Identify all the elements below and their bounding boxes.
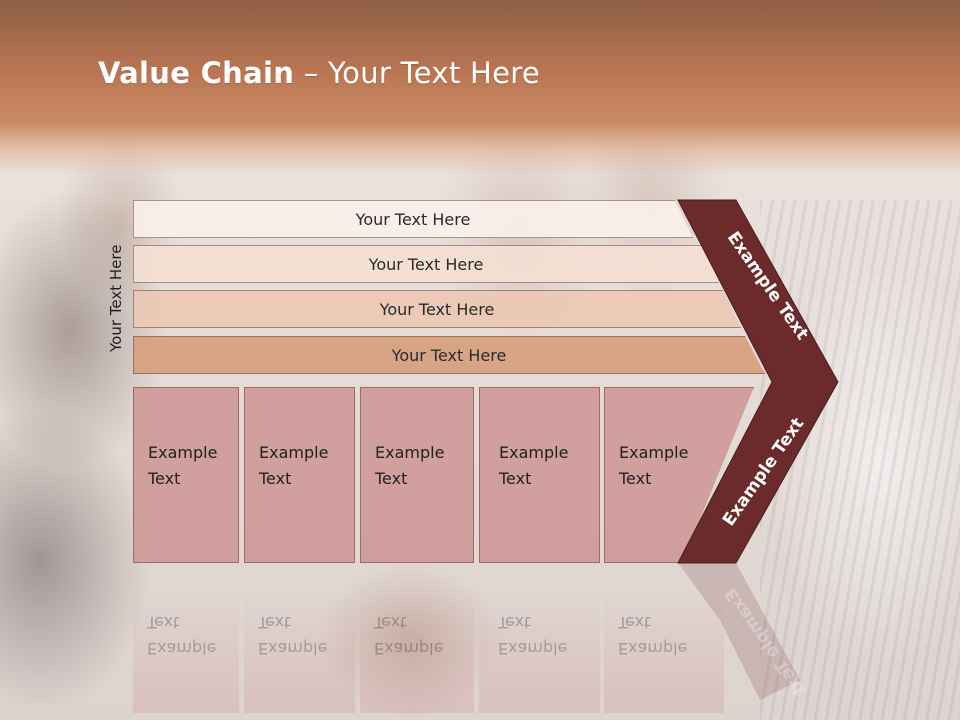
title-bold: Value Chain [98, 56, 295, 90]
box-line-1: Example [375, 443, 445, 462]
primary-activity-box-1[interactable]: Example Text [133, 387, 239, 563]
box-line-2: Text [375, 469, 408, 488]
box-line-1: Example [619, 443, 689, 462]
box-line-1: Example [259, 443, 329, 462]
box-line-2: Text [499, 469, 532, 488]
bar-label: Your Text Here [379, 299, 495, 319]
slide-title: Value Chain – Your Text Here [98, 56, 540, 90]
title-rest: – Your Text Here [294, 56, 540, 90]
primary-activity-box-4[interactable]: Example Text [479, 387, 600, 563]
chevron-reflection [678, 563, 800, 700]
bar-label: Your Text Here [368, 254, 484, 274]
bar-label: Your Text Here [391, 345, 507, 365]
bar-label: Your Text Here [355, 209, 471, 229]
support-activity-bar-4[interactable]: Your Text Here [133, 336, 765, 374]
box-line-1: Example [499, 443, 569, 462]
support-activity-bar-1[interactable]: Your Text Here [133, 200, 693, 238]
box-line-2: Text [259, 469, 292, 488]
support-activity-bar-2[interactable]: Your Text Here [133, 245, 719, 283]
primary-activity-box-3[interactable]: Example Text [360, 387, 474, 563]
primary-activity-box-2[interactable]: Example Text [244, 387, 355, 563]
chevron-shape [677, 199, 839, 564]
box-line-2: Text [148, 469, 181, 488]
title-band [0, 0, 960, 175]
support-activity-bar-3[interactable]: Your Text Here [133, 290, 741, 328]
box-line-1: Example [148, 443, 218, 462]
box-line-2: Text [619, 469, 652, 488]
